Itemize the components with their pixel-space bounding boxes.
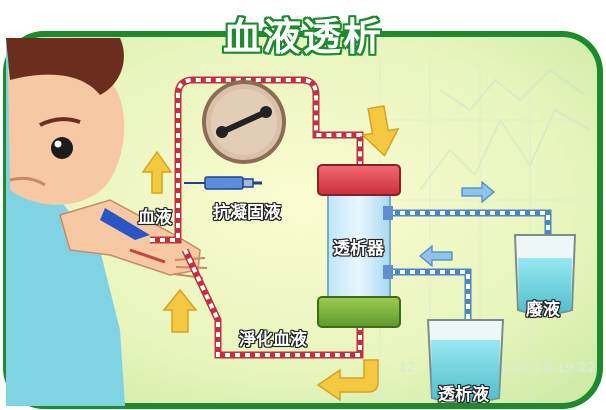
dialysate-beaker xyxy=(426,319,505,403)
down-arrow-icon xyxy=(361,105,400,157)
label-blood: 血液 xyxy=(138,208,172,228)
label-dialysate: 透析液 xyxy=(438,385,489,405)
left-arrow-icon xyxy=(419,244,453,268)
right-arrow-icon xyxy=(461,180,495,204)
blood-pump xyxy=(202,80,286,164)
blood-tubes xyxy=(150,76,364,359)
label-dialyzer: 透析器 xyxy=(333,239,384,259)
dialysate-flow-arrows xyxy=(419,180,495,268)
label-anticoagulant: 抗凝固液 xyxy=(213,203,281,223)
background-number: 12 xyxy=(398,361,416,376)
waste-beaker xyxy=(513,234,577,315)
dialysate-tubes xyxy=(390,209,552,330)
label-purified-blood: 淨化血液 xyxy=(239,330,307,350)
diagram-title: 血液透析 xyxy=(221,14,383,61)
up-arrow-icon xyxy=(141,150,173,194)
background-number: 22 xyxy=(578,361,596,376)
background-number: 17 xyxy=(512,361,530,376)
curve-left-arrow-icon xyxy=(316,359,379,402)
up-arrow-icon xyxy=(162,288,198,333)
background-number: 19 xyxy=(556,361,574,376)
dialyzer xyxy=(317,164,401,328)
label-waste-fluid: 廢液 xyxy=(526,300,560,320)
patient-illustration xyxy=(6,38,208,406)
background-number: 18 xyxy=(534,361,552,376)
syringe-icon xyxy=(184,176,262,190)
flow-arrows xyxy=(141,105,400,402)
